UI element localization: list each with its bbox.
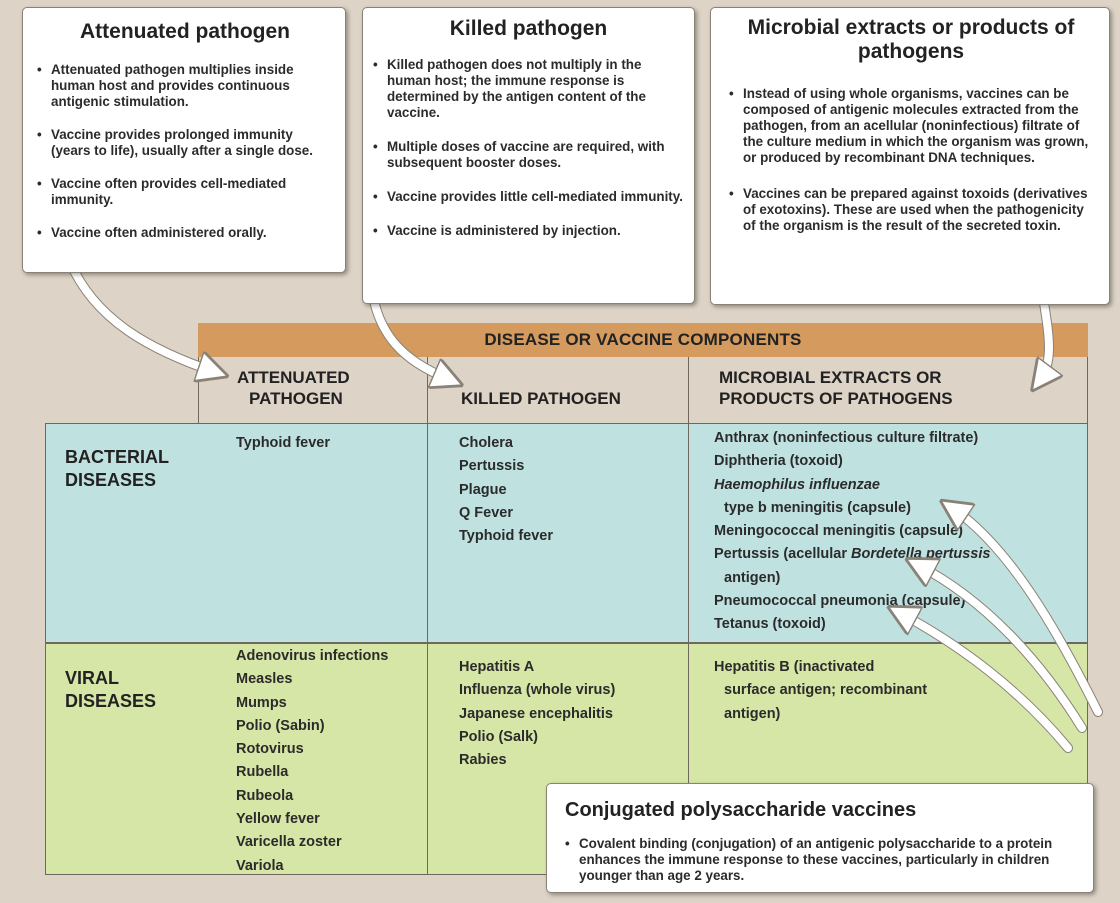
list-item: Pneumococcal pneumonia (capsule) [714,593,966,610]
column-header-attenuated-line2: PATHOGEN [249,389,343,408]
list-item: Typhoid fever [236,435,330,451]
bullet-list: Instead of using whole organisms, vaccin… [729,86,1093,234]
cell-bacterial-killed: Cholera Pertussis Plague Q Fever Typhoid… [459,432,553,548]
list-item: antigen) [724,705,781,722]
list-item-italic-text: Bordetella pertussis [851,546,991,563]
list-item: Yellow fever [236,811,320,828]
list-item: Pertussis (acellular Bordetella pertussi… [714,543,990,566]
bullet-item: Covalent binding (conjugation) of an ant… [565,836,1079,884]
row-label-viral-line2: DISEASES [65,691,157,711]
list-item: Rubella [236,764,289,781]
callout-microbial-extracts: Microbial extracts or products of pathog… [710,7,1110,305]
list-item: Typhoid fever [459,528,553,545]
list-item: Cholera [459,435,513,451]
column-header-microbial: MICROBIAL EXTRACTS OR PRODUCTS OF PATHOG… [688,357,1088,423]
list-item: Japanese encephalitis [459,705,613,722]
callout-killed-pathogen: Killed pathogen Killed pathogen does not… [362,7,695,304]
list-item: Influenza (whole virus) [459,682,616,699]
bullet-list: Attenuated pathogen multiplies inside hu… [37,62,333,241]
bullet-item: Attenuated pathogen multiplies inside hu… [37,62,333,110]
list-item: Polio (Salk) [459,728,538,745]
bullet-item: Multiple doses of vaccine are required, … [373,139,684,171]
row-label-viral-line1: VIRAL [65,668,119,688]
column-divider [688,423,689,875]
list-item: Pertussis [459,458,525,475]
column-header-microbial-line2: PRODUCTS OF PATHOGENS [719,389,953,408]
arrow-attenuated [66,258,215,372]
bullet-item: Vaccines can be prepared against toxoids… [729,186,1093,234]
bullet-item: Vaccine is administered by injection. [373,223,684,239]
row-label-bacterial: BACTERIAL DISEASES [65,446,169,492]
list-item: Polio (Sabin) [236,717,325,734]
list-item: Diphtheria (toxoid) [714,453,843,470]
bullet-list: Covalent binding (conjugation) of an ant… [565,836,1079,884]
table-header-text: DISEASE OR VACCINE COMPONENTS [484,330,802,349]
bullet-item: Vaccine provides little cell-mediated im… [373,189,684,205]
bullet-item: Vaccine often administered orally. [37,225,333,241]
table-header-banner: DISEASE OR VACCINE COMPONENTS [198,323,1088,357]
list-item: Varicella zoster [236,834,342,851]
column-header-killed-line1: KILLED PATHOGEN [461,389,621,408]
list-item: Rubeola [236,787,294,804]
callout-attenuated-pathogen: Attenuated pathogen Attenuated pathogen … [22,7,346,273]
row-label-bacterial-line2: DISEASES [65,470,157,490]
list-item-text: Pertussis (acellular [714,546,852,563]
list-item: Hepatitis B (inactivated [714,659,875,675]
list-item: Plague [459,481,507,498]
bullet-item: Vaccine often provides cell-mediated imm… [37,176,333,208]
column-header-killed: KILLED PATHOGEN [427,357,688,423]
cell-viral-killed: Hepatitis A Influenza (whole virus) Japa… [459,656,615,772]
column-header-attenuated: ATTENUATED PATHOGEN [198,357,427,423]
callout-title: Attenuated pathogen [80,20,290,43]
list-item: Meningococcal meningitis (capsule) [714,523,963,540]
list-item: Mumps [236,694,287,711]
list-item: type b meningitis (capsule) [724,499,911,516]
list-item: Measles [236,671,293,688]
cell-bacterial-microbial: Anthrax (noninfectious culture filtrate)… [714,427,990,637]
list-item: Haemophilus influenzae [714,476,880,493]
list-item: Hepatitis A [459,659,535,675]
row-label-viral: VIRAL DISEASES [65,667,156,713]
column-header-microbial-line1: MICROBIAL EXTRACTS OR [719,368,942,387]
bullet-list: Killed pathogen does not multiply in the… [373,57,684,239]
list-item: Rabies [459,752,507,769]
bullet-item: Vaccine provides prolonged immunity (yea… [37,127,333,159]
list-item: surface antigen; recombinant [724,682,928,699]
column-header-attenuated-line1: ATTENUATED [237,368,350,387]
list-item: Rotovirus [236,741,304,758]
bullet-item: Killed pathogen does not multiply in the… [373,57,684,121]
column-divider [427,423,428,875]
cell-viral-microbial: Hepatitis B (inactivated surface antigen… [714,656,927,726]
list-item: Anthrax (noninfectious culture filtrate) [714,430,979,446]
list-item: Q Fever [459,504,513,521]
list-item: Variola [236,857,284,874]
list-item: antigen) [724,569,781,586]
row-label-bacterial-line1: BACTERIAL [65,447,169,467]
callout-title: Conjugated polysaccharide vaccines [565,799,917,821]
cell-viral-attenuated: Adenovirus infections Measles Mumps Poli… [236,645,388,878]
callout-conjugated-polysaccharide: Conjugated polysaccharide vaccines Coval… [546,783,1094,893]
list-item: Adenovirus infections [236,648,389,664]
callout-title: Microbial extracts or products of pathog… [747,16,1075,63]
callout-title: Killed pathogen [449,17,608,40]
bullet-item: Instead of using whole organisms, vaccin… [729,86,1093,166]
list-item: Tetanus (toxoid) [714,616,826,633]
cell-bacterial-attenuated: Typhoid fever [236,432,330,455]
